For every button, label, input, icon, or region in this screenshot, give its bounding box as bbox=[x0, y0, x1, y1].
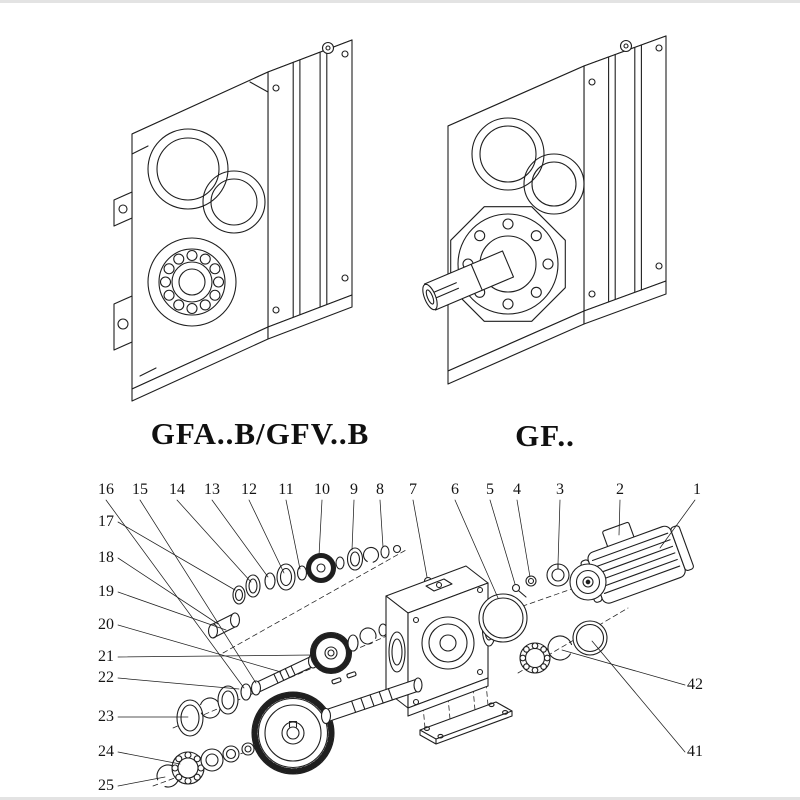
callout-12: 12 bbox=[241, 481, 257, 498]
part-upper-shaft-assembly bbox=[245, 544, 402, 598]
page-edge-bottom bbox=[0, 797, 800, 800]
part-intermediate-assembly bbox=[176, 623, 388, 737]
part-output-bearing bbox=[519, 642, 551, 674]
callout-2: 2 bbox=[616, 481, 624, 498]
callout-4: 4 bbox=[513, 481, 521, 498]
part-seal-ring bbox=[232, 585, 246, 605]
callout-21: 21 bbox=[98, 648, 114, 665]
callout-15: 15 bbox=[132, 481, 148, 498]
part-bolt-small bbox=[511, 583, 527, 598]
callout-20: 20 bbox=[98, 616, 114, 633]
callout-10: 10 bbox=[314, 481, 330, 498]
part-coupling bbox=[546, 563, 570, 587]
part-gasket bbox=[419, 701, 513, 745]
bore-lower bbox=[202, 170, 266, 234]
page-edge-top bbox=[0, 0, 800, 3]
oil-plug bbox=[619, 39, 633, 53]
part-housing bbox=[385, 565, 497, 717]
callout-16: 16 bbox=[98, 481, 114, 498]
oil-plug bbox=[321, 41, 335, 55]
part-retaining-ring bbox=[572, 620, 608, 656]
callout-1: 1 bbox=[693, 481, 701, 498]
callout-6: 6 bbox=[451, 481, 459, 498]
callout-23: 23 bbox=[98, 708, 114, 725]
base-plinth bbox=[447, 280, 667, 385]
part-flange-ring bbox=[478, 593, 528, 643]
mount-tabs bbox=[113, 191, 133, 351]
callout-42: 42 bbox=[687, 676, 703, 693]
model-label-gfab-gfvb: GFA..B/GFV..B bbox=[150, 416, 370, 451]
front-face bbox=[131, 71, 269, 390]
part-output-gear-assembly bbox=[156, 671, 423, 788]
leader-lines bbox=[105, 499, 696, 787]
side-panel bbox=[267, 39, 353, 328]
bore-lower bbox=[523, 153, 585, 215]
callout-5: 5 bbox=[486, 481, 494, 498]
exploded-parts-diagram: 16 15 14 13 12 11 10 9 8 7 6 5 4 3 2 1 1… bbox=[98, 481, 703, 794]
gearbox-drawing-gfab-gfvb bbox=[113, 39, 353, 402]
callout-13: 13 bbox=[204, 481, 220, 498]
callout-17: 17 bbox=[98, 513, 114, 530]
callout-18: 18 bbox=[98, 549, 114, 566]
bore-upper bbox=[471, 117, 545, 191]
callout-22: 22 bbox=[98, 669, 114, 686]
model-label-gf: GF.. bbox=[515, 418, 575, 453]
side-panel bbox=[583, 35, 667, 312]
bore-upper bbox=[147, 128, 229, 210]
callout-25: 25 bbox=[98, 777, 114, 794]
callout-41: 41 bbox=[687, 743, 703, 760]
callout-7: 7 bbox=[409, 481, 417, 498]
callout-9: 9 bbox=[350, 481, 358, 498]
part-snap-ring bbox=[547, 635, 573, 661]
callout-19: 19 bbox=[98, 583, 114, 600]
callout-11: 11 bbox=[278, 481, 293, 498]
callout-14: 14 bbox=[169, 481, 185, 498]
output-shaft bbox=[422, 250, 515, 311]
callout-numbers: 16 15 14 13 12 11 10 9 8 7 6 5 4 3 2 1 1… bbox=[98, 481, 703, 794]
callout-24: 24 bbox=[98, 743, 114, 760]
gearbox-drawing-gf bbox=[422, 35, 667, 385]
part-motor bbox=[569, 521, 694, 604]
base-plinth bbox=[131, 294, 353, 402]
callout-3: 3 bbox=[556, 481, 564, 498]
callout-8: 8 bbox=[376, 481, 384, 498]
part-washer bbox=[525, 575, 537, 587]
output-bearing bbox=[147, 237, 237, 327]
part-bushing bbox=[207, 612, 241, 639]
